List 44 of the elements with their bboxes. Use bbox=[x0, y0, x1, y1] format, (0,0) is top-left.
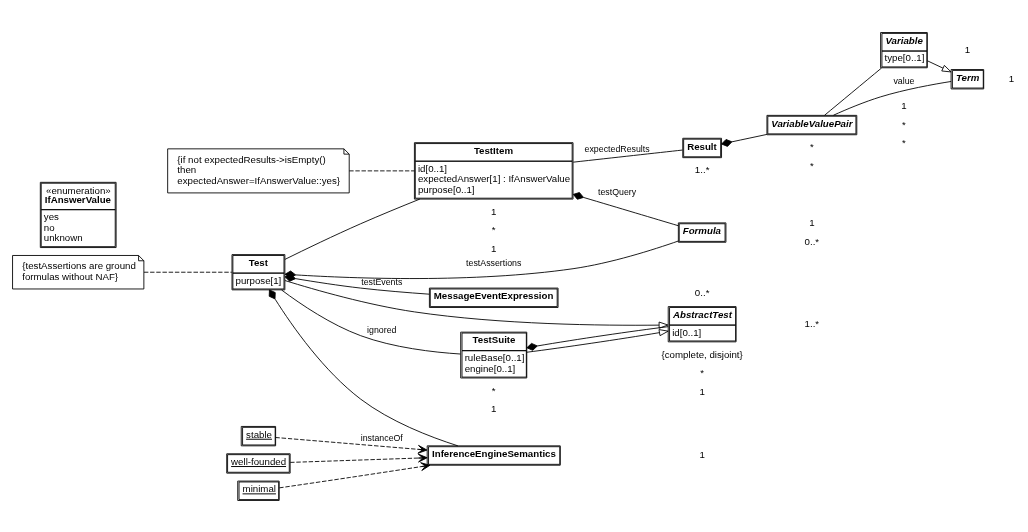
label: * bbox=[809, 159, 814, 171]
arrow bbox=[284, 279, 669, 329]
arrow bbox=[289, 453, 428, 463]
arrow bbox=[278, 461, 431, 488]
connector bbox=[348, 169, 415, 171]
edge-label: testQuery bbox=[598, 186, 637, 197]
connector bbox=[268, 288, 459, 446]
label: 1 bbox=[699, 385, 705, 397]
label: * bbox=[902, 136, 906, 148]
arrow bbox=[275, 436, 428, 454]
label: 1 bbox=[1008, 72, 1015, 84]
label: {complete, disjoint} bbox=[661, 348, 743, 360]
label: * bbox=[491, 384, 496, 396]
label: 1 bbox=[491, 242, 497, 254]
label: 1 bbox=[964, 43, 971, 55]
arrow bbox=[927, 59, 952, 72]
edge-label: testEvents bbox=[361, 276, 403, 287]
label: 1 bbox=[491, 402, 497, 414]
label: 1 bbox=[809, 216, 815, 228]
connector bbox=[143, 271, 233, 273]
label: * bbox=[700, 366, 705, 378]
connector bbox=[824, 67, 882, 116]
connector bbox=[284, 240, 679, 279]
label: 1 bbox=[699, 448, 705, 460]
edge-label: testAssertions bbox=[466, 257, 522, 268]
connector bbox=[721, 133, 768, 147]
edge-label: ignored bbox=[367, 324, 397, 335]
label: * bbox=[809, 140, 814, 152]
edge-label: instanceOf bbox=[360, 432, 403, 443]
connector bbox=[284, 198, 421, 260]
label: 0..* bbox=[694, 286, 710, 298]
label: * bbox=[491, 223, 496, 235]
label: 1 bbox=[491, 205, 497, 217]
label: 1..* bbox=[804, 317, 820, 329]
edge-label: expectedResults bbox=[584, 143, 650, 153]
edge-label: value bbox=[893, 75, 915, 86]
label: 1 bbox=[901, 99, 907, 111]
connector bbox=[572, 191, 679, 226]
label: 0..* bbox=[804, 235, 820, 247]
label: 1..* bbox=[694, 163, 710, 175]
label: * bbox=[902, 118, 906, 130]
connector bbox=[281, 289, 461, 354]
connector bbox=[833, 80, 952, 116]
connector bbox=[572, 149, 683, 163]
